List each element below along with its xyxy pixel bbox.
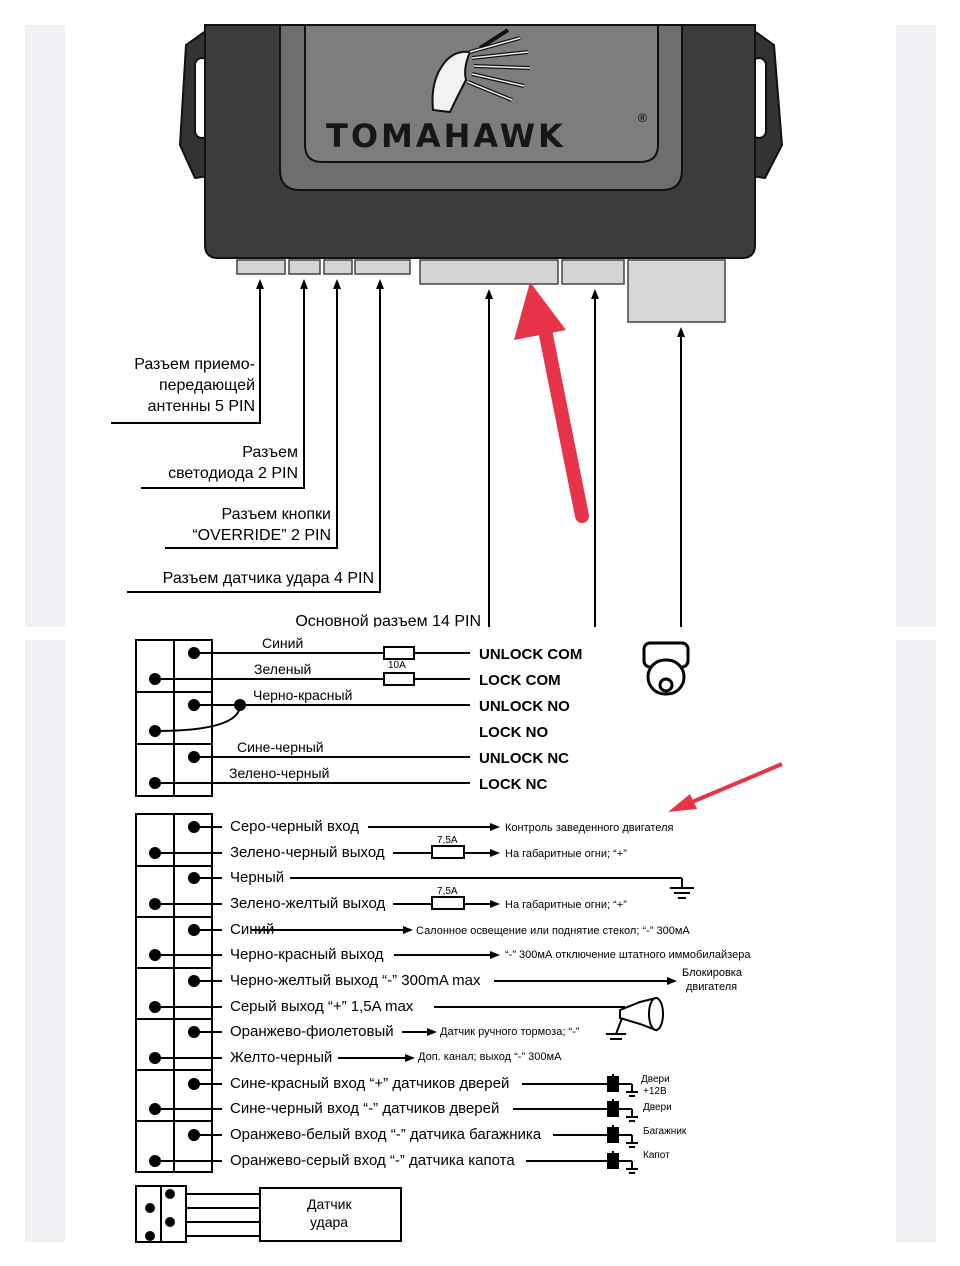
target-7-line2: двигателя — [686, 981, 737, 993]
main-wire-label-14: Оранжево-серый вход “-” датчика капота — [230, 1152, 515, 1169]
ground-icon — [670, 878, 694, 899]
siren-icon — [606, 996, 664, 1040]
lock-fuse-label: 10A — [388, 660, 406, 671]
led-indicator-icon — [642, 641, 690, 696]
fuse-label-1: 7,5A — [437, 835, 458, 846]
annotation-arrow-bottom — [668, 762, 783, 812]
led-label-line2: светодиода 2 PIN — [168, 465, 298, 482]
lock-output-4: LOCK NO — [479, 724, 548, 741]
target-14: Капот — [643, 1150, 670, 1161]
lock-output-6: LOCK NC — [479, 776, 547, 793]
lock-wire-color-1: Синий — [262, 635, 303, 651]
target-13: Багажник — [643, 1126, 687, 1137]
override-label-line1: Разъем кнопки — [221, 506, 331, 523]
main-wire-labels: Серо-черный вход Зелено-черный выход Чер… — [230, 818, 542, 1169]
main-wire-targets: Контроль заведенного двигателя На габари… — [416, 822, 751, 1161]
target-1: Контроль заведенного двигателя — [505, 822, 673, 834]
target-6: “-” 300мА отключение штатного иммобилайз… — [505, 949, 751, 961]
lock-wire-colors: Синий Зеленый Черно-красный Сине-черный … — [229, 635, 406, 781]
fuse-label-2: 7,5A — [437, 886, 458, 897]
main-wire-label-6: Черно-красный выход — [230, 946, 384, 963]
chief-head-logo-icon — [431, 28, 531, 114]
target-4: На габаритные огни; “+” — [505, 899, 627, 911]
shock-sensor-block — [135, 1185, 402, 1243]
led-label-line1: Разъем — [242, 444, 298, 461]
shock-sensor-label-line2: удара — [310, 1214, 348, 1230]
door-switch-icon — [607, 1099, 638, 1122]
left-gutter-top — [25, 25, 65, 627]
right-gutter-top — [896, 25, 936, 627]
door-switch-icon — [607, 1074, 638, 1097]
main-connector-label: Основной разъем 14 PIN — [295, 613, 481, 630]
main-wire-label-11: Сине-красный вход “+” датчиков дверей — [230, 1075, 509, 1092]
main-wire-label-2: Зелено-черный выход — [230, 844, 385, 861]
target-5: Салонное освещение или поднятие стекол; … — [416, 925, 690, 937]
trunk-switch-icon — [607, 1125, 638, 1148]
annotation-arrow-top — [514, 282, 589, 523]
lock-relay-block — [135, 639, 213, 797]
main-wire-label-13: Оранжево-белый вход “-” датчика багажник… — [230, 1126, 542, 1143]
main-wire-label-5: Синий — [230, 921, 274, 938]
main-wire-label-9: Оранжево-фиолетовый — [230, 1023, 394, 1040]
left-gutter-bottom — [25, 640, 65, 1242]
brand-registered-mark: ® — [638, 111, 647, 125]
lock-wires — [154, 646, 470, 784]
connector-labels: Разъем приемо- передающей антенны 5 PIN … — [134, 356, 481, 630]
target-2: На габаритные огни; “+” — [505, 848, 627, 860]
right-gutter-bottom — [896, 640, 936, 1242]
lock-wire-color-6: Зелено-черный — [229, 765, 329, 781]
lock-output-5: UNLOCK NC — [479, 750, 569, 767]
shock-sensor-label-line1: Датчик — [307, 1196, 352, 1212]
lock-wire-color-2: Зеленый — [254, 661, 311, 677]
main-wire-label-1: Серо-черный вход — [230, 818, 359, 835]
target-7-line1: Блокировка — [682, 967, 743, 979]
lock-wire-color-3: Черно-красный — [253, 687, 352, 703]
shock-connector-label: Разъем датчика удара 4 PIN — [163, 570, 374, 587]
main-wire-label-7: Черно-желтый выход “-” 300mA max — [230, 972, 481, 989]
hood-switch-icon — [607, 1151, 638, 1174]
lock-output-2: LOCK COM — [479, 672, 561, 689]
main-connector-block — [135, 813, 213, 1173]
target-11-line2: +12В — [643, 1086, 667, 1097]
alarm-unit: TOMAHAWK ® — [178, 24, 784, 259]
override-label-line2: “OVERRIDE” 2 PIN — [192, 527, 331, 544]
target-12: Двери — [643, 1102, 672, 1113]
target-10: Доп. канал; выход “-” 300мА — [418, 1051, 562, 1063]
target-11-line1: Двери — [641, 1074, 670, 1085]
antenna-label-line2: передающей — [159, 377, 255, 394]
connector-sockets — [236, 259, 726, 323]
main-wire-label-8: Серый выход “+” 1,5A max — [230, 998, 414, 1015]
main-fuses: 7,5A 7,5A — [431, 835, 465, 910]
target-9: Датчик ручного тормоза; “-” — [440, 1026, 580, 1038]
antenna-label-line3: антенны 5 PIN — [148, 398, 255, 415]
main-wire-label-12: Сине-черный вход “-” датчиков дверей — [230, 1100, 499, 1117]
connector-leaders — [111, 279, 685, 627]
lock-output-1: UNLOCK COM — [479, 646, 582, 663]
main-wire-label-4: Зелено-желтый выход — [230, 895, 386, 912]
lock-output-3: UNLOCK NO — [479, 698, 570, 715]
brand-name: TOMAHAWK — [326, 117, 566, 155]
antenna-label-line1: Разъем приемо- — [134, 356, 255, 373]
lock-outputs: UNLOCK COM LOCK COM UNLOCK NO LOCK NO UN… — [479, 646, 582, 793]
main-wire-label-3: Черный — [230, 869, 284, 886]
switch-icons — [607, 1074, 638, 1174]
main-wire-label-10: Желто-черный — [230, 1049, 332, 1066]
lock-wire-color-5: Сине-черный — [237, 739, 324, 755]
